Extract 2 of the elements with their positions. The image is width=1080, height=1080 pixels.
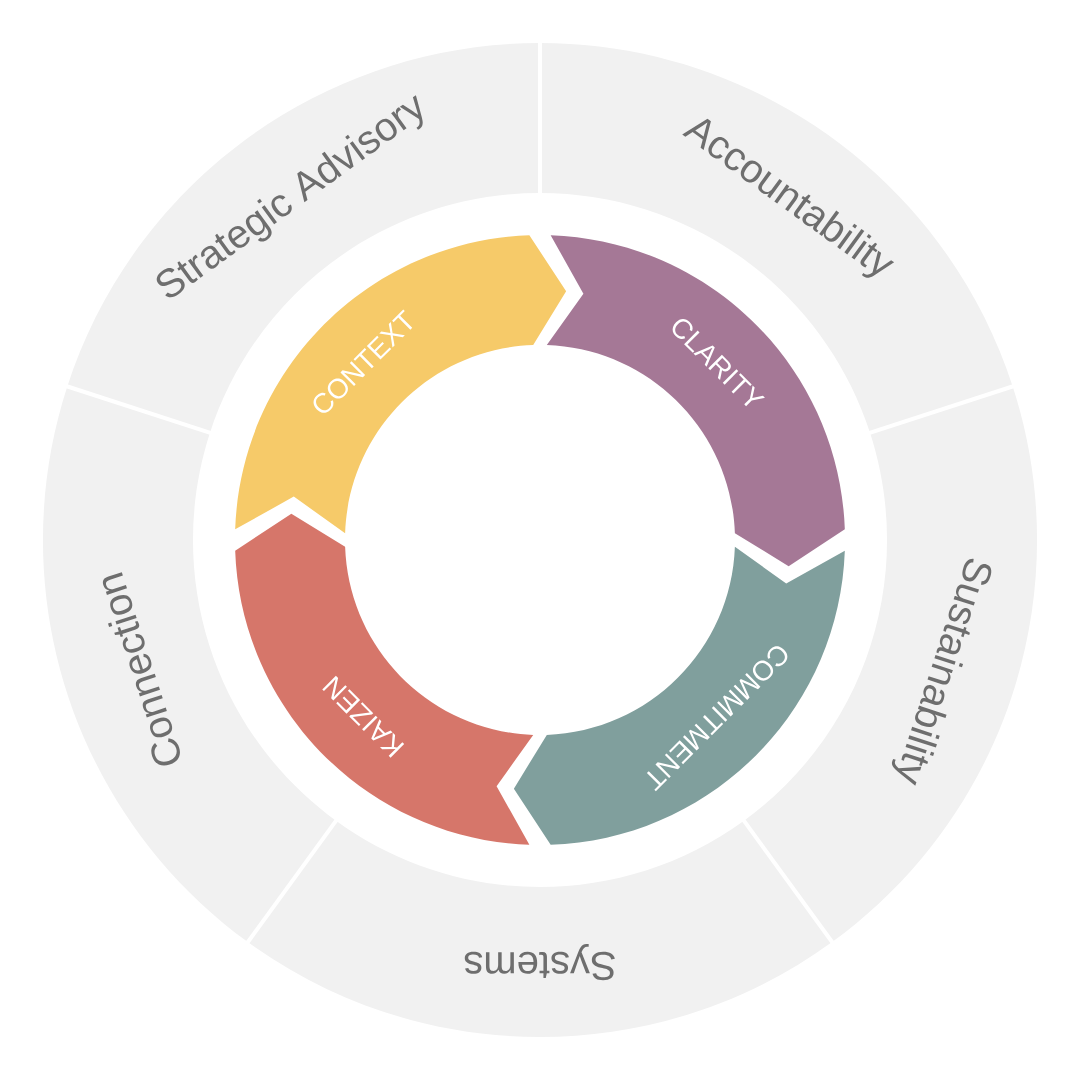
node-label: Systems: [464, 943, 615, 981]
ring-segment: Systems: [247, 820, 833, 1037]
